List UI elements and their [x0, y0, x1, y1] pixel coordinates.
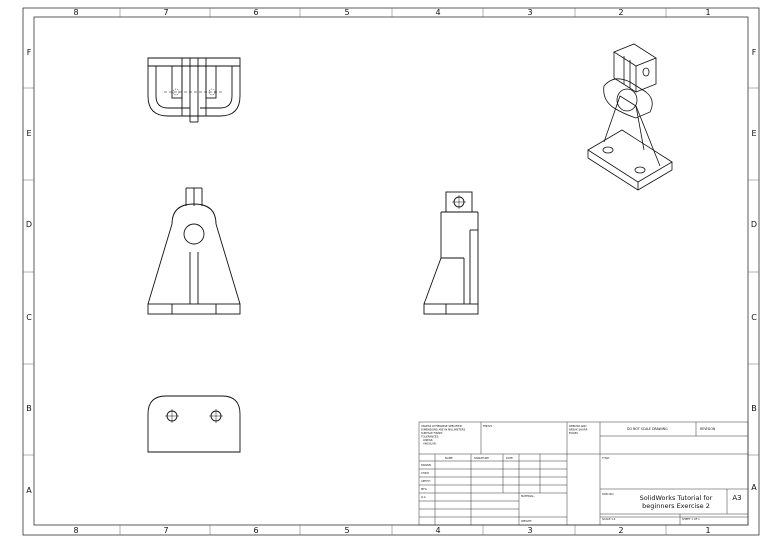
zone-col-4-bottom: 4 [435, 526, 440, 535]
zone-col-3-top: 3 [527, 8, 532, 17]
dwg-no-label: DWG NO. [602, 492, 614, 496]
name-header: NAME [445, 456, 453, 460]
zone-row-d-right: D [751, 220, 757, 229]
zone-row-a-left: A [26, 486, 32, 495]
drawing-title-line-2: beginners Exercise 2 [642, 502, 710, 510]
title-block [418, 421, 749, 526]
title-label: TITLE: [602, 456, 610, 460]
zone-col-2-top: 2 [618, 8, 623, 17]
bottom-view[interactable] [147, 395, 241, 453]
zone-row-c-left: C [26, 313, 32, 322]
date-header: DATE [506, 456, 513, 460]
title-block-text: UNLESS OTHERWISE SPECIFIED: DIMENSIONS A… [421, 424, 742, 523]
qa-label: Q.A [421, 495, 426, 499]
zone-labels-top: 8 7 6 5 4 3 2 1 [73, 8, 710, 17]
zone-col-7-bottom: 7 [163, 526, 168, 535]
side-view[interactable] [423, 191, 479, 315]
do-not-scale-label: DO NOT SCALE DRAWING [627, 427, 668, 431]
notes-line-3: SURFACE FINISH: [421, 431, 443, 435]
notes-line-1: UNLESS OTHERWISE SPECIFIED: [421, 424, 463, 428]
zone-col-5-bottom: 5 [344, 526, 349, 535]
zone-row-f-left: F [27, 48, 32, 57]
zone-row-b-left: B [26, 404, 32, 413]
zone-col-4-top: 4 [435, 8, 440, 17]
zone-row-f-right: F [752, 48, 757, 57]
drawn-label: DRAWN [421, 463, 431, 467]
mfg-label: MFG [421, 487, 427, 491]
drawing-title-line-1: SolidWorks Tutorial for [640, 494, 713, 502]
sheet-inner-border [33, 16, 749, 526]
top-view[interactable] [147, 57, 241, 123]
sheet-label: SHEET 1 OF 1 [682, 517, 700, 521]
isometric-view[interactable] [587, 43, 673, 191]
sheet-size: A3 [732, 494, 741, 502]
deburr-line-3: EDGES [569, 431, 578, 435]
notes-line-2: DIMENSIONS ARE IN MILLIMETERS [421, 428, 466, 432]
zone-col-2-bottom: 2 [618, 526, 623, 535]
zone-labels-bottom: 8 7 6 5 4 3 2 1 [73, 526, 710, 535]
finish-label: FINISH: [483, 424, 493, 428]
zone-col-5-top: 5 [344, 8, 349, 17]
weight-label: WEIGHT: [521, 519, 532, 523]
sheet-outer-border [22, 7, 760, 536]
zone-row-d-left: D [26, 220, 32, 229]
zone-row-a-right: A [751, 483, 757, 492]
notes-line-4: TOLERANCES: [421, 435, 439, 439]
zone-col-6-top: 6 [253, 8, 258, 17]
zone-col-1-bottom: 1 [705, 526, 710, 535]
zone-row-c-right: C [751, 313, 757, 322]
zone-col-8-top: 8 [73, 8, 78, 17]
front-view[interactable] [147, 187, 241, 315]
deburr-line-1: DEBURR AND [569, 424, 586, 428]
zone-col-3-bottom: 3 [527, 526, 532, 535]
zone-labels-right: F E D C B A [751, 48, 757, 492]
scale-label: SCALE:1:2 [602, 517, 616, 521]
zone-row-e-right: E [751, 129, 756, 138]
zone-col-8-bottom: 8 [73, 526, 78, 535]
zone-row-e-left: E [26, 129, 31, 138]
zone-col-1-top: 1 [705, 8, 710, 17]
signature-header: SIGNATURE [474, 456, 489, 460]
deburr-line-2: BREAK SHARP [569, 428, 588, 432]
approved-label: APPV'D [421, 479, 430, 483]
revision-label: REVISION [700, 427, 716, 431]
zone-ticks [23, 8, 759, 535]
zone-labels-left: F E D C B A [26, 48, 32, 495]
zone-row-b-right: B [751, 404, 757, 413]
zone-col-6-bottom: 6 [253, 526, 258, 535]
zone-col-7-top: 7 [163, 8, 168, 17]
notes-line-5: LINEAR: [423, 438, 433, 442]
checked-label: CHK'D [421, 471, 429, 475]
material-label: MATERIAL: [521, 494, 535, 498]
notes-line-6: ANGULAR: [423, 442, 437, 446]
